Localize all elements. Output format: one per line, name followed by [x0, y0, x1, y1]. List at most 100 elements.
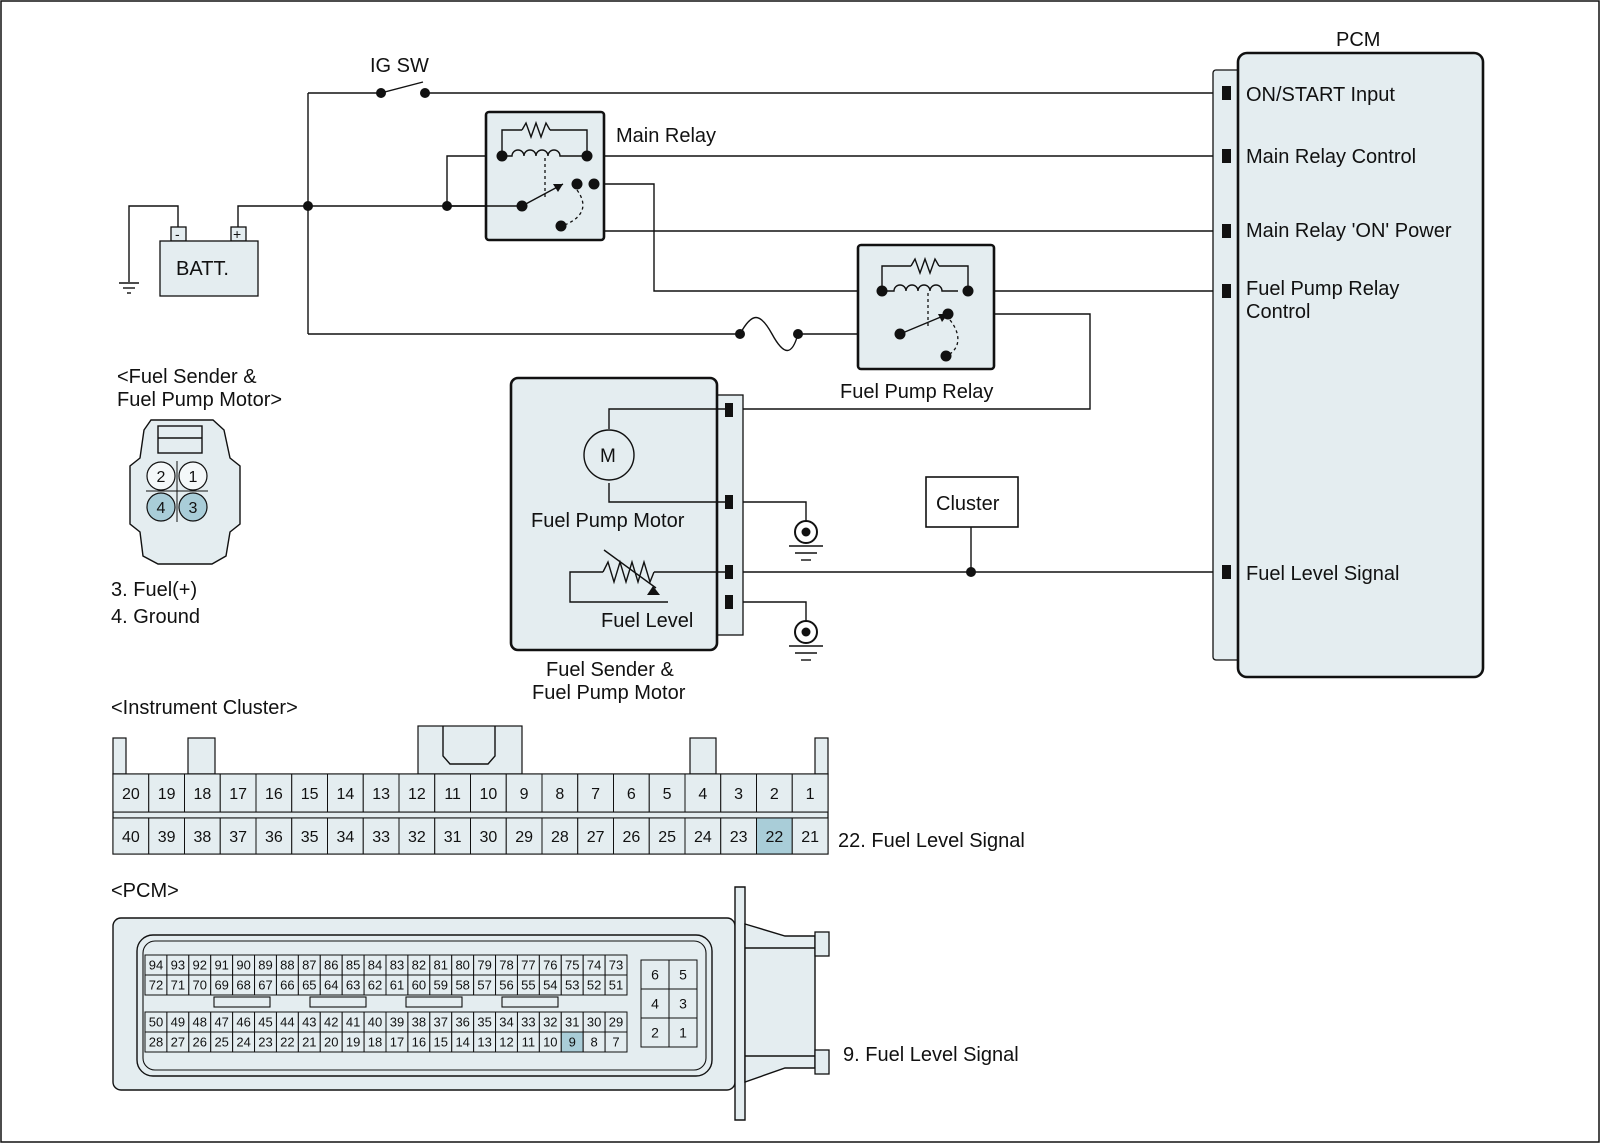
pcm-pin-71: 71 — [166, 974, 190, 996]
connector-pin — [725, 595, 733, 609]
pcm-pin-39-label: 39 — [390, 1015, 404, 1030]
pcm-pin-78-label: 78 — [499, 958, 513, 973]
ground-symbol — [789, 520, 823, 561]
cluster-pin-26: 26 — [613, 817, 650, 855]
pcm-pin-68: 68 — [232, 974, 256, 996]
pcm-title: PCM — [1336, 29, 1380, 51]
pcm-pin-33-label: 33 — [521, 1015, 535, 1030]
pcm-pin-68-label: 68 — [236, 978, 250, 993]
pcm-pin-74-label: 74 — [587, 958, 601, 973]
pcm-pin-85: 85 — [341, 954, 365, 976]
cluster-pin-16-label: 16 — [265, 786, 283, 803]
pcm-small-pin-3-label: 3 — [679, 996, 687, 1012]
pcm-input-on-start: ON/START Input — [1246, 84, 1395, 106]
pcm-pin-62: 62 — [363, 974, 387, 996]
pcm-pin-45: 45 — [254, 1011, 277, 1033]
ground-symbol — [789, 620, 823, 661]
pcm-pin-41: 41 — [341, 1011, 365, 1033]
battery: - + BATT. — [159, 226, 259, 297]
pcm-pin-80-label: 80 — [455, 958, 469, 973]
cluster-pin-26-label: 26 — [622, 829, 640, 846]
pcm-connector-title: <PCM> — [111, 880, 179, 902]
sender-pin-label: 3 — [189, 500, 198, 517]
cluster-pin-9-label: 9 — [520, 786, 529, 803]
cluster-pin-25: 25 — [648, 817, 686, 855]
cluster-pin-9: 9 — [505, 773, 543, 813]
cluster-pin-36-label: 36 — [265, 829, 283, 846]
pcm-pin-83: 83 — [385, 954, 409, 976]
cluster-pin-25-label: 25 — [658, 829, 676, 846]
cluster-pin-19-label: 19 — [158, 786, 176, 803]
pcm-pin-55-label: 55 — [521, 978, 535, 993]
pcm-pin — [1222, 224, 1231, 238]
pcm-pin-94-label: 94 — [149, 958, 163, 973]
main-relay-label: Main Relay — [616, 125, 716, 147]
pcm-pin-94: 94 — [144, 954, 168, 976]
cluster-pin-11: 11 — [434, 773, 471, 813]
pcm-pin-75: 75 — [560, 954, 584, 976]
connector-pin — [725, 495, 733, 509]
pcm-pin-82: 82 — [407, 954, 431, 976]
pcm-pin-15-label: 15 — [434, 1035, 448, 1050]
pcm-pin-58-label: 58 — [455, 978, 469, 993]
pcm-pin-79: 79 — [473, 954, 497, 976]
pcm-pin-66-label: 66 — [280, 978, 294, 993]
cluster-pin-31-label: 31 — [444, 829, 462, 846]
pcm-pin-57: 57 — [473, 974, 497, 996]
pcm-pin-52: 52 — [582, 974, 606, 996]
pcm-pin-71-label: 71 — [171, 978, 185, 993]
pcm-pin-75-label: 75 — [565, 958, 579, 973]
cluster-pin-22-label: 22 — [765, 829, 783, 846]
pcm-pin-86-label: 86 — [324, 958, 338, 973]
pcm-pin-11: 11 — [516, 1031, 540, 1053]
pcm-pin-22-label: 22 — [280, 1035, 294, 1050]
cluster-pin-10-label: 10 — [479, 786, 497, 803]
ig-switch-label: IG SW — [370, 55, 429, 77]
pcm-pin-16-label: 16 — [412, 1035, 426, 1050]
pcm-small-pin-4: 4 — [640, 988, 670, 1019]
cluster-pin-29: 29 — [505, 817, 543, 855]
cluster-pin-3-label: 3 — [734, 786, 743, 803]
pcm-pin-49: 49 — [166, 1011, 190, 1033]
cluster-pin-39: 39 — [148, 817, 185, 855]
pcm-pin-62-label: 62 — [368, 978, 382, 993]
cluster-pin-38-label: 38 — [193, 829, 211, 846]
pcm-pin-14: 14 — [451, 1031, 475, 1053]
pcm-pin-24: 24 — [232, 1031, 256, 1053]
pcm-pin-88: 88 — [275, 954, 299, 976]
pcm-pin-63-label: 63 — [346, 978, 360, 993]
pcm-pin-59-label: 59 — [434, 978, 448, 993]
pcm-pin-38-label: 38 — [412, 1015, 426, 1030]
fuel-pump-motor-label: Fuel Pump Motor — [531, 510, 685, 532]
pcm-pin-69-label: 69 — [214, 978, 228, 993]
pcm-pin-60: 60 — [407, 974, 431, 996]
pcm-pin-47: 47 — [210, 1011, 234, 1033]
cluster-box: Cluster — [925, 476, 1019, 528]
cluster-pin-28-label: 28 — [551, 829, 569, 846]
fuel-sender-note-1: 3. Fuel(+) — [111, 579, 197, 601]
pcm-pin-52-label: 52 — [587, 978, 601, 993]
pcm-pin-46: 46 — [232, 1011, 256, 1033]
cluster-pin-6: 6 — [613, 773, 650, 813]
pcm-small-pin-2: 2 — [640, 1017, 670, 1048]
pcm-pin-8: 8 — [582, 1031, 606, 1053]
pcm-pin-19: 19 — [341, 1031, 365, 1053]
pcm-input-main-relay-on-power: Main Relay 'ON' Power — [1246, 220, 1452, 242]
pcm-pin-54: 54 — [538, 974, 562, 996]
pcm-pin-46-label: 46 — [236, 1015, 250, 1030]
pcm-pin-13: 13 — [473, 1031, 497, 1053]
pcm-pin-56-label: 56 — [499, 978, 513, 993]
cluster-pin-33: 33 — [362, 817, 400, 855]
cluster-pin-1: 1 — [791, 773, 829, 813]
cluster-pin-19: 19 — [148, 773, 185, 813]
cluster-pin-40: 40 — [112, 817, 150, 855]
cluster-pin-7: 7 — [577, 773, 614, 813]
connector-pin — [725, 403, 733, 417]
cluster-pin-24-label: 24 — [694, 829, 712, 846]
cluster-pin-3: 3 — [720, 773, 757, 813]
pcm-small-pin-6-label: 6 — [651, 967, 659, 983]
pcm-pin-83-label: 83 — [390, 958, 404, 973]
pcm-pin-10-label: 10 — [543, 1035, 557, 1050]
